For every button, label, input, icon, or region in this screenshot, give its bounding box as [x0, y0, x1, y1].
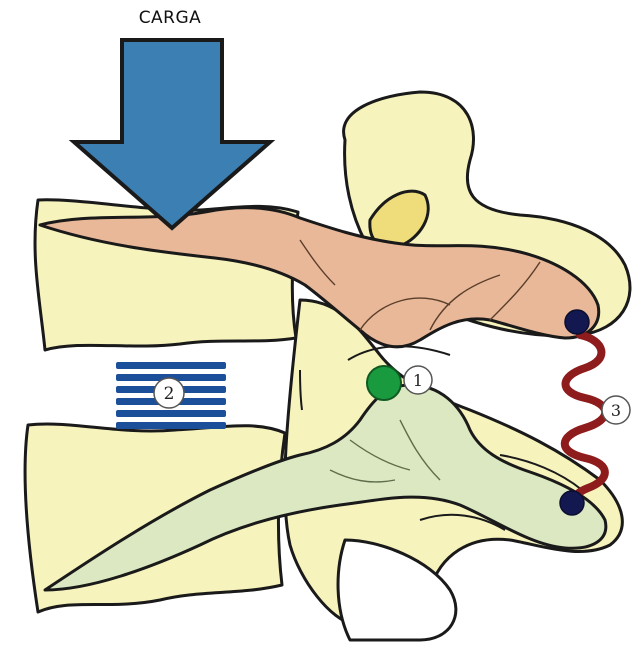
disc-marker: 2: [154, 378, 184, 408]
load-arrow: [74, 40, 270, 228]
ligament-marker: 3: [602, 396, 630, 424]
ligament-attachment-upper: [565, 310, 589, 334]
ligament-attachment-lower: [560, 491, 584, 515]
pivot-marker: 1: [404, 366, 432, 394]
pivot-point: [367, 366, 401, 400]
pivot-marker-label: 1: [413, 371, 423, 390]
disc-marker-label: 2: [164, 384, 175, 404]
load-label: CARGA: [0, 8, 340, 28]
ligament-marker-label: 3: [611, 401, 621, 420]
